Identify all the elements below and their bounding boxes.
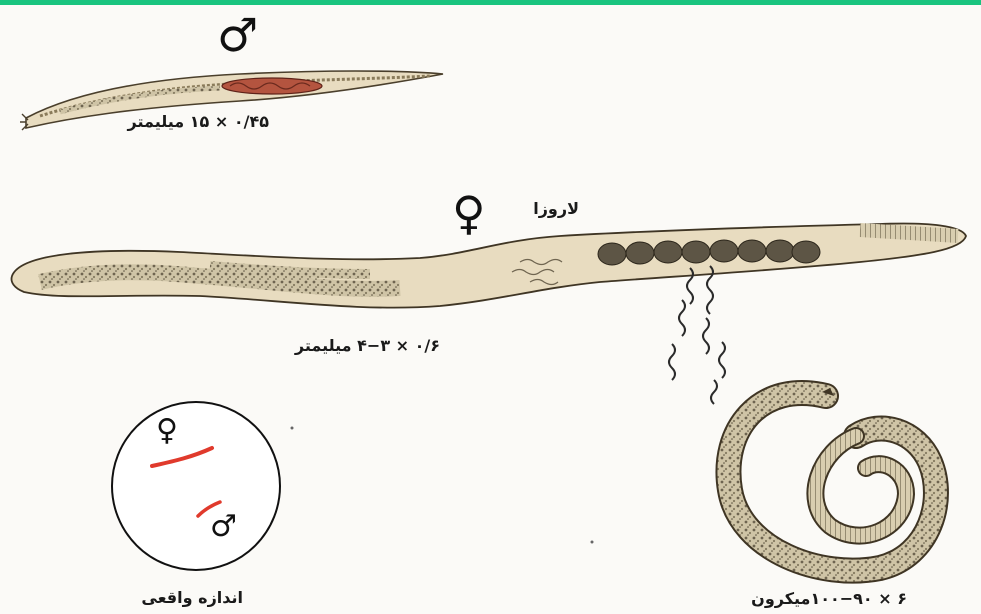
female-size-label: ۰/۶ × ۴−۳ میلیمتر — [295, 336, 440, 355]
actual-size-female-symbol-icon: ♀ — [156, 416, 178, 446]
speck — [591, 541, 594, 544]
coiled-larva — [728, 388, 935, 571]
larva-label: لاروزا — [533, 199, 579, 218]
male-symbol-icon: ♂ — [217, 12, 258, 58]
female-worm — [12, 224, 967, 308]
released-larvae — [669, 266, 725, 404]
male-size-label: ۰/۴۵ × ۱۵ میلیمتر — [128, 112, 270, 131]
larva-size-label: ۶ × ۱۰۰−۹۰میکرون — [751, 589, 907, 608]
actual-size-male-symbol-icon: ♂ — [210, 512, 237, 542]
actual-size-title: اندازه واقعی — [141, 588, 243, 607]
actual-size-circle — [112, 402, 280, 570]
speck — [291, 427, 294, 430]
female-symbol-icon: ♀ — [452, 190, 486, 236]
male-testis — [222, 78, 322, 94]
